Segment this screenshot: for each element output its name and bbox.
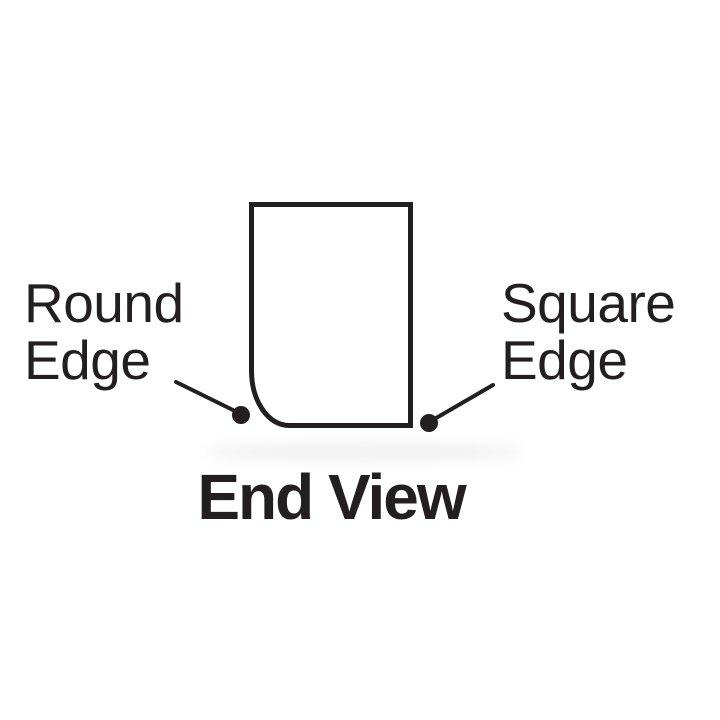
square-edge-dot bbox=[420, 414, 438, 432]
square-edge-label-line1: Square bbox=[501, 272, 676, 334]
board-cross-section-outline bbox=[249, 202, 413, 428]
round-edge-label-line1: Round bbox=[24, 272, 184, 334]
soft-shadow bbox=[205, 441, 525, 463]
round-edge-leader-line bbox=[174, 380, 241, 415]
diagram-title: End View bbox=[197, 461, 466, 533]
round-edge-label-line2: Edge bbox=[24, 329, 151, 391]
square-edge-label-line2: Edge bbox=[501, 329, 628, 391]
round-edge-dot bbox=[232, 406, 250, 424]
square-edge-label: Square Edge bbox=[501, 272, 676, 391]
square-edge-leader-line bbox=[429, 383, 495, 423]
round-edge-label: Round Edge bbox=[24, 275, 184, 389]
